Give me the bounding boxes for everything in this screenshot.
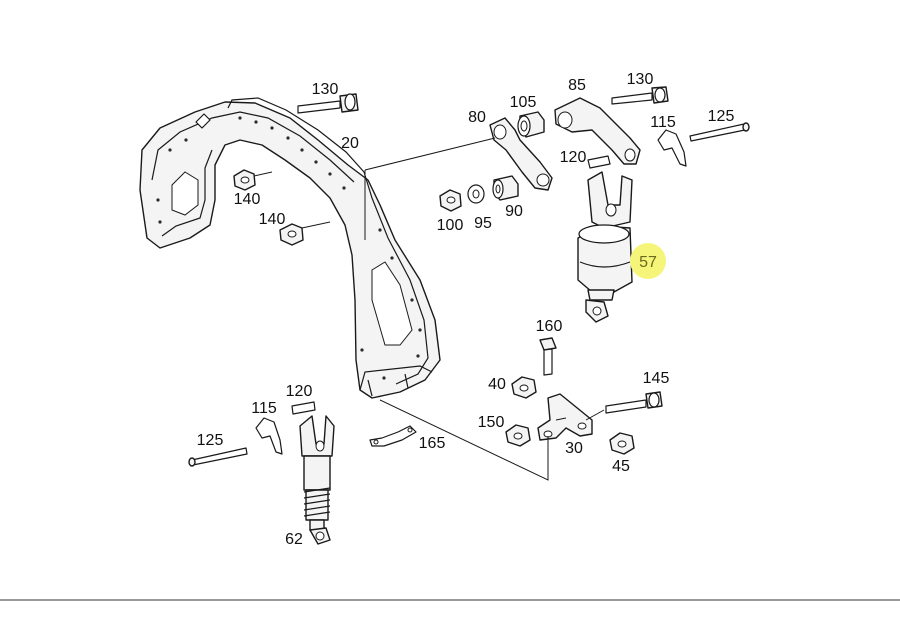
label-80: 80 (468, 109, 486, 126)
label-145: 145 (643, 370, 670, 387)
pin-125-right[interactable] (689, 122, 750, 142)
nut-100[interactable] (439, 189, 462, 212)
pin-125-lower[interactable] (188, 447, 248, 467)
nut-140-upper[interactable] (233, 169, 256, 191)
washer-95[interactable] (467, 184, 485, 204)
rocker-arm-85[interactable] (554, 97, 641, 165)
label-20: 20 (341, 135, 359, 152)
bush-105[interactable] (517, 111, 545, 138)
shock-absorber-62[interactable] (299, 415, 335, 545)
label-100: 100 (437, 217, 464, 234)
label-85: 85 (568, 77, 586, 94)
label-45: 45 (612, 458, 630, 475)
link-bracket-80[interactable] (489, 117, 553, 191)
part-labels: 130 20 140 140 80 105 85 130 115 125 120… (197, 71, 735, 548)
label-130-top: 130 (312, 81, 339, 98)
label-40: 40 (488, 376, 506, 393)
frame-crossmember[interactable] (139, 97, 441, 399)
nut-150[interactable] (505, 424, 531, 447)
label-140-upper: 140 (234, 191, 261, 208)
highlight-badge-57[interactable]: 57 (630, 243, 666, 279)
nut-45[interactable] (609, 432, 635, 455)
clip-115-right[interactable] (657, 129, 687, 167)
air-spring-57[interactable] (577, 171, 633, 323)
label-130-right: 130 (627, 71, 654, 88)
label-62: 62 (285, 531, 303, 548)
bolt-130-top[interactable] (297, 93, 359, 114)
pin-120-upper[interactable] (587, 155, 611, 169)
bolt-145[interactable] (605, 391, 663, 414)
label-150: 150 (478, 414, 505, 431)
label-140-lower: 140 (259, 211, 286, 228)
clip-165[interactable] (369, 425, 417, 447)
pin-120-lower[interactable] (291, 401, 316, 415)
label-30: 30 (565, 440, 583, 457)
label-90: 90 (505, 203, 523, 220)
label-125-lower: 125 (197, 432, 224, 449)
leader-lines (253, 137, 605, 481)
clip-115-lower[interactable] (255, 417, 283, 455)
label-120-lower: 120 (286, 383, 313, 400)
label-160: 160 (536, 318, 563, 335)
label-95: 95 (474, 215, 492, 232)
label-105: 105 (510, 94, 537, 111)
label-115-right: 115 (650, 114, 676, 131)
nut-40[interactable] (511, 376, 537, 399)
label-57: 57 (639, 254, 657, 271)
label-115-lower: 115 (251, 400, 277, 417)
label-165: 165 (419, 435, 446, 452)
label-125-right: 125 (708, 108, 735, 125)
bolt-130-right[interactable] (611, 86, 669, 105)
label-120-upper: 120 (560, 149, 587, 166)
bracket-30[interactable] (537, 393, 593, 441)
bush-90[interactable] (492, 175, 519, 201)
nut-140-lower[interactable] (279, 223, 304, 246)
bolt-160[interactable] (539, 337, 557, 376)
